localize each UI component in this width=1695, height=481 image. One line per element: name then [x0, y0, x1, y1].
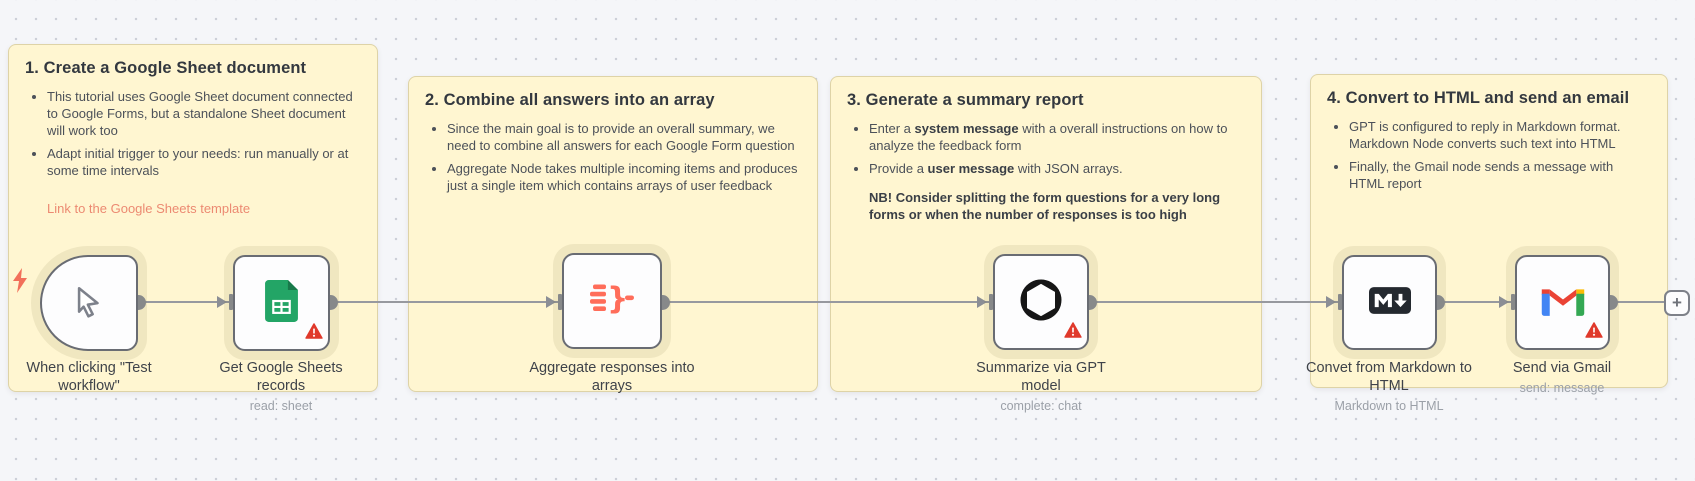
connection-gmail-to-plus: [1610, 301, 1666, 303]
connection-sheets-to-aggregate: [330, 301, 565, 303]
sticky-note-1-title: 1. Create a Google Sheet document: [25, 59, 307, 77]
node-markdown[interactable]: [1342, 255, 1437, 350]
sticky-note-3-title: 3. Generate a summary report: [847, 91, 1084, 109]
add-node-button[interactable]: +: [1664, 290, 1690, 316]
warning-icon: [1064, 322, 1082, 343]
input-bar-gmail: [1511, 294, 1515, 310]
node-manual-trigger[interactable]: [40, 255, 138, 351]
sticky-note-1-list: This tutorial uses Google Sheet document…: [31, 88, 361, 179]
sticky-note-4-title: 4. Convert to HTML and send an email: [1327, 89, 1630, 107]
warning-icon: [305, 323, 323, 344]
google-sheets-icon: [265, 279, 298, 327]
node-google-sheets[interactable]: [233, 255, 330, 351]
sticky-bullet: GPT is configured to reply in Markdown f…: [1349, 118, 1651, 152]
sticky-bullet: This tutorial uses Google Sheet document…: [47, 88, 361, 139]
input-port-gmail: [1499, 296, 1509, 308]
connection-trigger-to-sheets: [138, 301, 236, 303]
node-label-aggregate: Aggregate responses into arrays: [529, 360, 695, 394]
warning-icon: [1585, 322, 1603, 343]
node-label-gmail: Send via Gmail send: message: [1462, 359, 1662, 396]
aggregate-icon: }: [589, 281, 635, 322]
sticky-note-4-list: GPT is configured to reply in Markdown f…: [1333, 118, 1651, 192]
sticky-bullet: Finally, the Gmail node sends a message …: [1349, 158, 1651, 192]
sticky-note-2[interactable]: 2. Combine all answers into an array Sin…: [408, 76, 818, 392]
sticky-bullet: Aggregate Node takes multiple incoming i…: [447, 160, 801, 194]
connection-markdown-to-gmail: [1437, 301, 1518, 303]
node-label-markdown: Convet from Markdown to HTML Markdown to…: [1297, 359, 1482, 414]
plus-icon: +: [1672, 293, 1682, 312]
sticky-note-2-list: Since the main goal is to provide an ove…: [431, 120, 801, 194]
sticky-bullet: Adapt initial trigger to your needs: run…: [47, 145, 361, 179]
node-subtitle-markdown: Markdown to HTML: [1334, 399, 1444, 413]
connection-aggregate-to-gpt: [662, 301, 996, 303]
input-bar-gpt: [989, 294, 993, 310]
input-bar-sheets: [229, 294, 233, 310]
openai-icon: [1017, 276, 1065, 329]
sticky-note-3-warning-text: NB! Consider splitting the form question…: [869, 190, 1221, 222]
node-aggregate[interactable]: }: [562, 253, 662, 349]
node-subtitle-openai-gpt: complete: chat: [1000, 399, 1082, 413]
google-sheets-template-link[interactable]: Link to the Google Sheets template: [47, 201, 251, 216]
node-label-openai-gpt: Summarize via GPT model complete: chat: [964, 359, 1119, 414]
markdown-icon: [1368, 286, 1411, 319]
node-subtitle-google-sheets: read: sheet: [249, 399, 313, 413]
node-subtitle-gmail: send: message: [1519, 381, 1605, 395]
input-bar-markdown: [1338, 294, 1342, 310]
input-bar-aggregate: [558, 294, 562, 310]
gmail-icon: [1540, 282, 1586, 323]
node-label-google-sheets: Get Google Sheets records read: sheet: [199, 359, 364, 414]
sticky-bullet: Since the main goal is to provide an ove…: [447, 120, 801, 154]
svg-text:}: }: [607, 281, 628, 316]
input-port-markdown: [1326, 296, 1336, 308]
node-openai-gpt[interactable]: [993, 254, 1089, 350]
sticky-note-2-title: 2. Combine all answers into an array: [425, 91, 715, 109]
node-label-manual-trigger: When clicking "Test workflow": [26, 360, 152, 394]
input-port-gpt: [977, 296, 987, 308]
sticky-bullet: Provide a user message with JSON arrays.: [869, 160, 1245, 177]
input-port-aggregate: [546, 296, 556, 308]
node-gmail[interactable]: [1515, 255, 1610, 350]
input-port-sheets: [217, 296, 227, 308]
cursor-icon: [72, 284, 106, 323]
sticky-note-3-list: Enter a system message with a overall in…: [853, 120, 1245, 177]
connection-gpt-to-markdown: [1089, 301, 1345, 303]
lightning-icon: [10, 267, 29, 299]
sticky-bullet: Enter a system message with a overall in…: [869, 120, 1245, 154]
